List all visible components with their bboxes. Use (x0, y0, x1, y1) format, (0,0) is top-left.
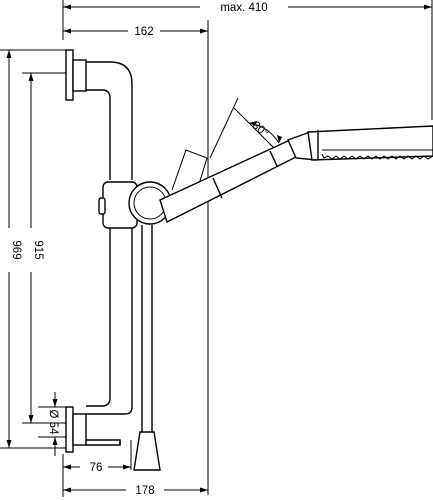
shower-rail (86, 61, 133, 446)
hose-connector (133, 431, 161, 471)
dimension-label-diameter-54: Ø 54 (47, 410, 59, 436)
dimension-76: 76 (62, 440, 132, 497)
hand-shower (159, 125, 433, 223)
shower-hose (141, 225, 153, 432)
dimension-label-969: 969 (10, 240, 22, 259)
dimension-label-915: 915 (32, 240, 44, 259)
dimension-915: 915 (22, 72, 66, 424)
bottom-wall-bracket (65, 406, 87, 453)
dimension-diameter-54: Ø 54 (38, 392, 66, 456)
dimension-178: 178 (63, 485, 208, 497)
dimension-162: 162 (63, 20, 209, 495)
dimension-label-162: 162 (134, 26, 153, 38)
slider-holder (98, 181, 172, 229)
dimension-label-76: 76 (90, 462, 103, 474)
dimension-max-410: max. 410 (62, 0, 433, 120)
dimension-label-178: 178 (135, 485, 154, 497)
dimension-label-max-410: max. 410 (220, 2, 267, 14)
top-wall-bracket (65, 49, 87, 101)
